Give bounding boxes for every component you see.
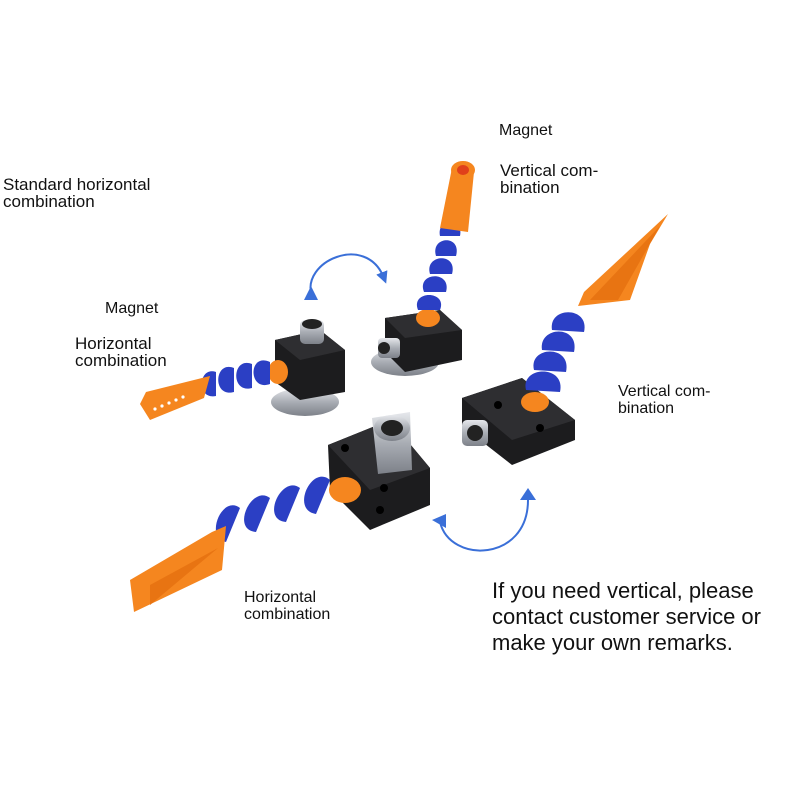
label-horizontal-left: Horizontal combination bbox=[75, 334, 167, 370]
vertical-assembly-right bbox=[462, 214, 668, 465]
fan-nozzle bbox=[130, 526, 226, 612]
flex-hose bbox=[525, 312, 585, 392]
fan-nozzle bbox=[578, 214, 668, 306]
label-magnet-top: Magnet bbox=[499, 122, 553, 139]
label-horizontal-bottom: Horizontal combination bbox=[244, 589, 331, 623]
flex-hose bbox=[215, 476, 330, 542]
label-standard-horizontal: Standard horizontal combination bbox=[3, 175, 151, 211]
custom-order-note: If you need vertical, please contact cus… bbox=[492, 578, 761, 655]
label-vertical-top: Vertical com- bination bbox=[500, 161, 599, 197]
horizontal-assembly-left bbox=[140, 319, 345, 420]
label-vertical-right: Vertical com- bination bbox=[618, 383, 711, 417]
round-nozzle bbox=[440, 168, 474, 232]
flat-nozzle bbox=[140, 376, 210, 420]
rotate-arrow-top-icon bbox=[304, 253, 388, 300]
flex-hose bbox=[201, 360, 270, 397]
label-magnet-left: Magnet bbox=[105, 300, 159, 317]
horizontal-assembly-bottom bbox=[130, 412, 430, 612]
rotate-arrow-bottom-icon bbox=[432, 488, 536, 552]
vertical-assembly-top bbox=[371, 161, 475, 376]
